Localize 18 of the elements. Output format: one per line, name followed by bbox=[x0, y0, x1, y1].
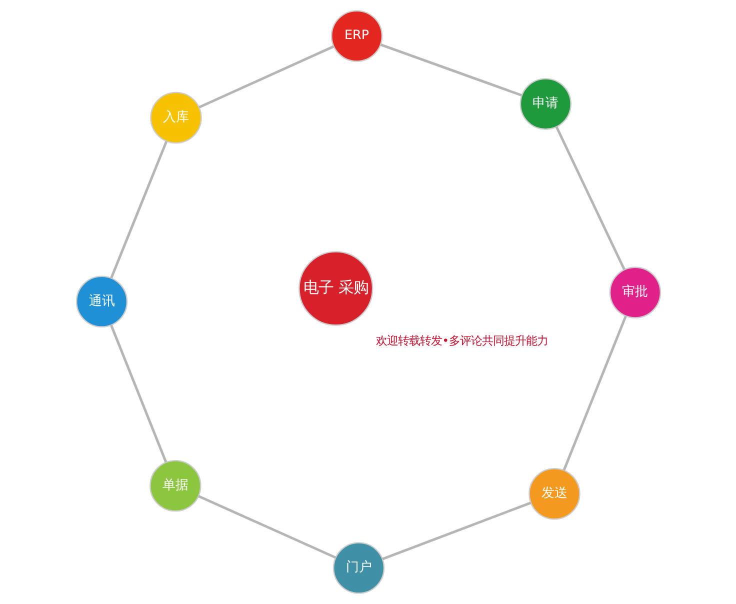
connector bbox=[110, 140, 168, 278]
node-circle: 发送 bbox=[528, 468, 580, 520]
connector bbox=[381, 502, 531, 560]
node-circle: 申请 bbox=[519, 78, 571, 130]
label: 欢迎转载转发•多评论共同提升能力 bbox=[376, 334, 548, 348]
connector bbox=[198, 45, 334, 108]
node-circle: 入库 bbox=[150, 92, 202, 144]
node-circle: 审批 bbox=[608, 266, 661, 318]
node-circle: ERP bbox=[330, 10, 382, 62]
node-circle: 通讯 bbox=[75, 276, 128, 328]
node-circle: 门户 bbox=[332, 542, 384, 594]
node-circle: 单据 bbox=[149, 460, 201, 512]
connector bbox=[562, 316, 626, 471]
node-circle: 电子 采购 bbox=[298, 251, 373, 326]
connector bbox=[109, 324, 167, 463]
connector bbox=[554, 126, 625, 270]
connector bbox=[380, 43, 522, 97]
connector bbox=[197, 494, 336, 559]
